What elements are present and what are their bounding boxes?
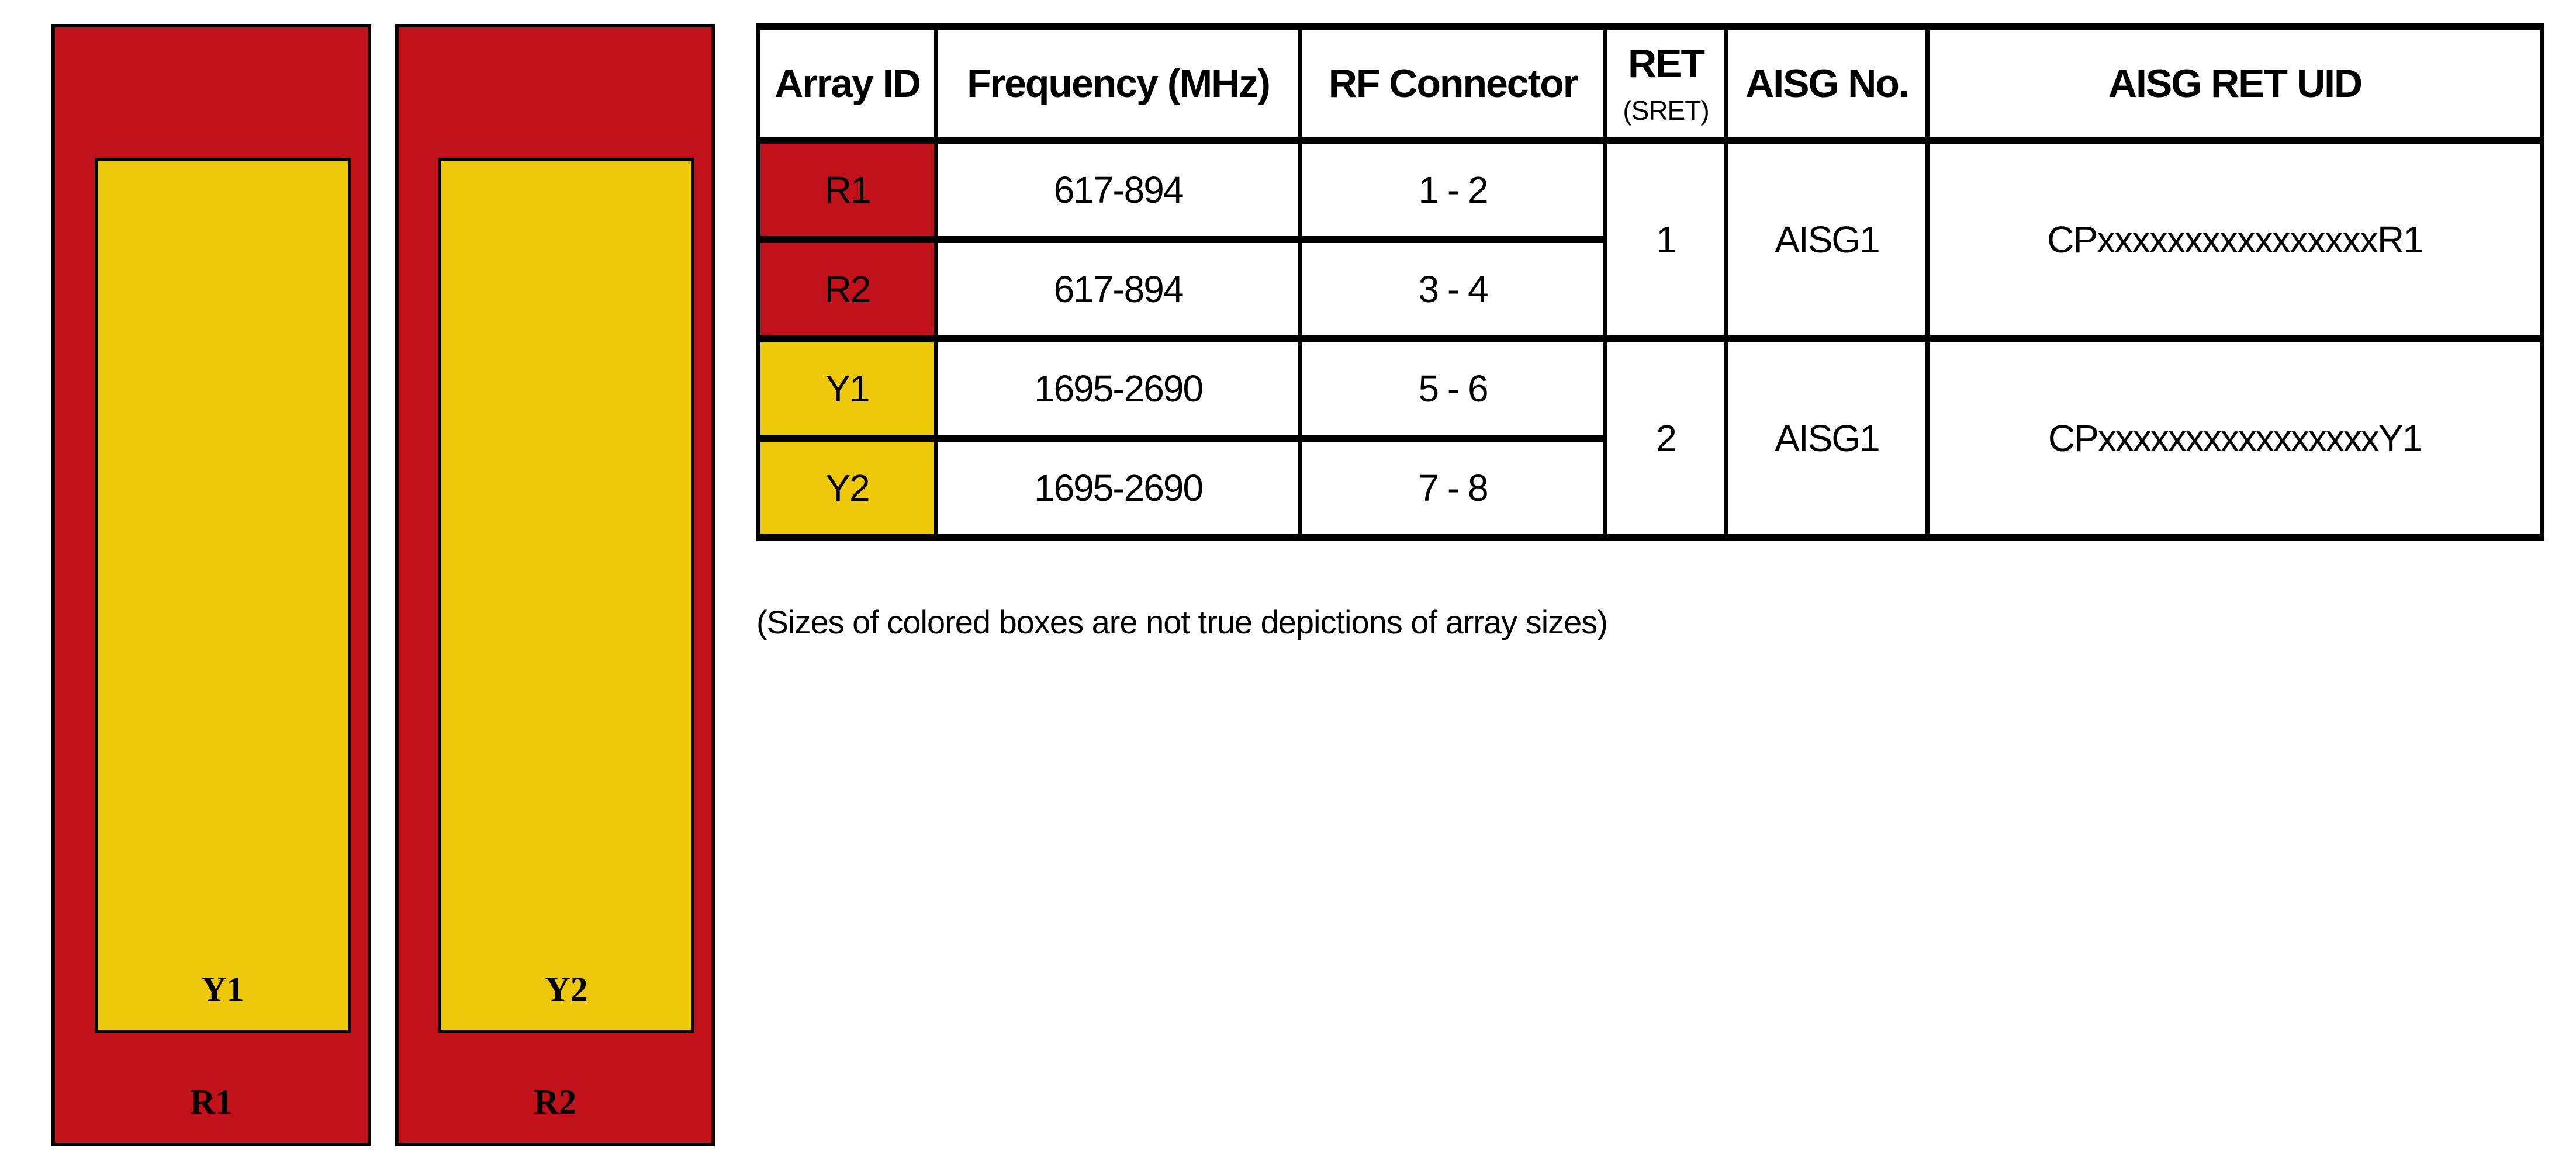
header-frequency: Frequency (MHz) bbox=[934, 23, 1302, 144]
cell-rf-connector-y1: 5 - 6 bbox=[1298, 335, 1607, 442]
array-outer-label-r1: R1 bbox=[189, 1083, 233, 1121]
array-inner-label-y2: Y2 bbox=[545, 970, 588, 1009]
table-row-y2: Y2 1695-2690 7 - 8 bbox=[756, 435, 2543, 541]
array-spec-table: Array ID Frequency (MHz) RF Connector RE… bbox=[756, 23, 2544, 541]
cell-frequency-r1: 617-894 bbox=[934, 137, 1302, 243]
array-outer-box-r2: Y2 R2 bbox=[395, 24, 715, 1146]
header-aisg-no: AISG No. bbox=[1724, 23, 1930, 144]
header-array-id: Array ID bbox=[756, 23, 938, 144]
cell-array-id-y2: Y2 bbox=[756, 435, 938, 541]
cell-aisg-ret-uid-group2: CPxxxxxxxxxxxxxxxxY1 bbox=[1925, 335, 2544, 541]
cell-aisg-no-group2: AISG1 bbox=[1724, 335, 1930, 541]
array-inner-label-y1: Y1 bbox=[201, 970, 244, 1009]
header-aisg-ret-uid: AISG RET UID bbox=[1925, 23, 2544, 144]
header-rf-connector: RF Connector bbox=[1298, 23, 1607, 144]
array-outer-label-r2: R2 bbox=[533, 1083, 577, 1121]
table-row-r1: R1 617-894 1 - 2 1 AISG1 CPxxxxxxxxxxxxx… bbox=[756, 137, 2544, 342]
cell-array-id-r2: R2 bbox=[756, 236, 938, 342]
table-row-r2: R2 617-894 3 - 4 bbox=[756, 236, 2543, 342]
cell-ret-group2: 2 bbox=[1603, 335, 1728, 541]
size-disclaimer-caption: (Sizes of colored boxes are not true dep… bbox=[756, 604, 1608, 640]
array-outer-box-r1: Y1 R1 bbox=[51, 24, 371, 1146]
header-ret: RET (SRET) bbox=[1603, 23, 1728, 144]
header-ret-main: RET bbox=[1628, 41, 1705, 86]
cell-rf-connector-r2: 3 - 4 bbox=[1298, 236, 1607, 342]
cell-frequency-y2: 1695-2690 bbox=[934, 435, 1302, 541]
array-inner-box-y2: Y2 bbox=[438, 158, 694, 1033]
cell-rf-connector-y2: 7 - 8 bbox=[1298, 435, 1607, 541]
table-row-y1: Y1 1695-2690 5 - 6 2 AISG1 CPxxxxxxxxxxx… bbox=[756, 335, 2544, 541]
table-header-row: Array ID Frequency (MHz) RF Connector RE… bbox=[756, 23, 2544, 144]
cell-frequency-y1: 1695-2690 bbox=[934, 335, 1302, 442]
cell-frequency-r2: 617-894 bbox=[934, 236, 1302, 342]
cell-aisg-ret-uid-group1: CPxxxxxxxxxxxxxxxxR1 bbox=[1925, 137, 2544, 342]
cell-aisg-no-group1: AISG1 bbox=[1724, 137, 1930, 342]
cell-ret-group1: 1 bbox=[1603, 137, 1728, 342]
cell-array-id-r1: R1 bbox=[756, 137, 938, 243]
header-ret-sub: (SRET) bbox=[1623, 95, 1709, 126]
cell-rf-connector-r1: 1 - 2 bbox=[1298, 137, 1607, 243]
array-inner-box-y1: Y1 bbox=[95, 158, 351, 1033]
cell-array-id-y1: Y1 bbox=[756, 335, 938, 442]
